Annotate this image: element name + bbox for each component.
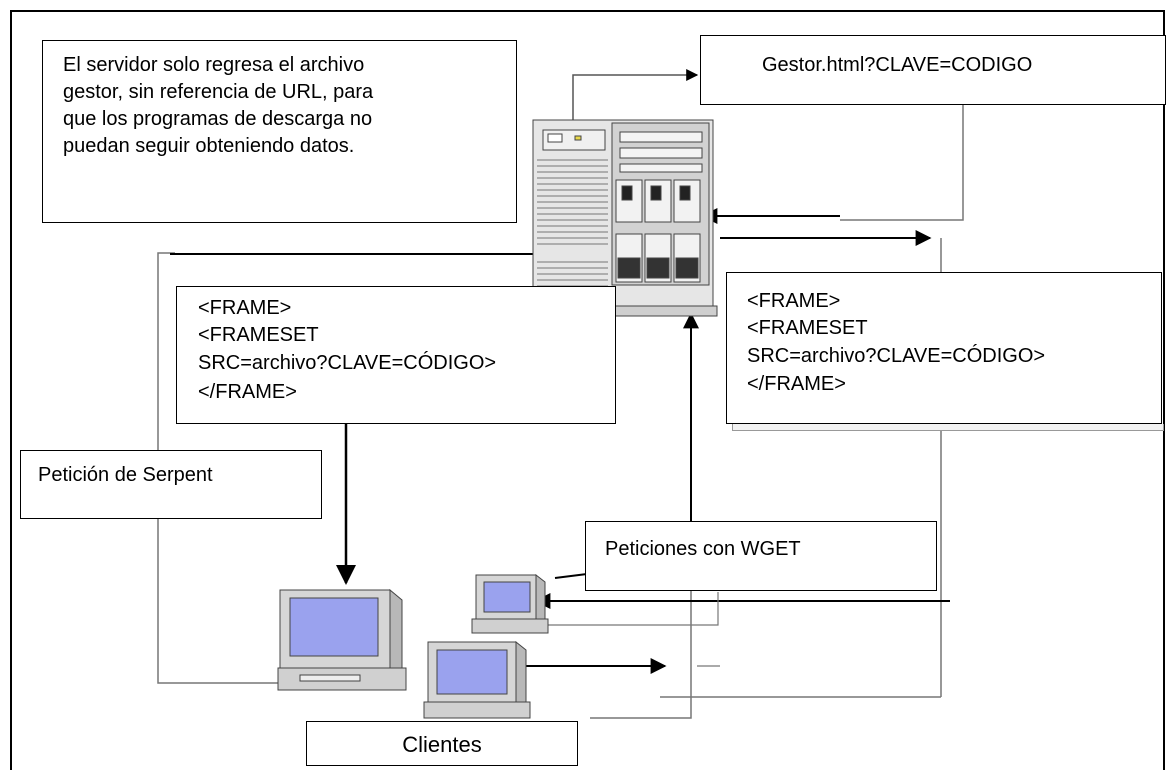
frame-right-line-2: <FRAMESET [747, 317, 868, 339]
gestor-return-line [840, 105, 964, 221]
frame-left-line-1: <FRAME> [198, 297, 292, 319]
computer-large [277, 588, 407, 691]
wget-label: Peticiones con WGET [605, 538, 801, 560]
frame-left-line-3: SRC=archivo?CLAVE=CÓDIGO> [198, 352, 497, 374]
frame-right-line-4: </FRAME> [747, 373, 846, 395]
note-line-2: gestor, sin referencia de URL, para [63, 81, 374, 103]
note-line-3: que los programas de descarga no [63, 108, 373, 130]
gestor-label: Gestor.html?CLAVE=CODIGO [762, 54, 1033, 76]
frame-left-line-4: </FRAME> [198, 381, 297, 403]
frame-left-line-2: <FRAMESET [198, 324, 319, 346]
frame-right-line-3: SRC=archivo?CLAVE=CÓDIGO> [747, 345, 1046, 367]
serpent-box [20, 450, 322, 519]
gestor-box [700, 35, 1166, 105]
wget-box [585, 521, 937, 591]
frame-box-left [176, 286, 616, 424]
note-line-4: puedan seguir obteniendo datos. [63, 135, 355, 157]
computer-small-top [471, 573, 549, 634]
frame-box-right [726, 272, 1162, 424]
frame-box-right-shadow [732, 424, 1164, 431]
clients-label: Clientes [402, 732, 482, 757]
frame-right-line-1: <FRAME> [747, 290, 841, 312]
diagram-frame [10, 10, 1165, 770]
computer-small-bottom [423, 640, 531, 719]
serpent-label: Petición de Serpent [38, 464, 213, 486]
note-box [42, 40, 517, 223]
clients-box [306, 721, 578, 766]
note-line-1: El servidor solo regresa el archivo [63, 54, 365, 76]
